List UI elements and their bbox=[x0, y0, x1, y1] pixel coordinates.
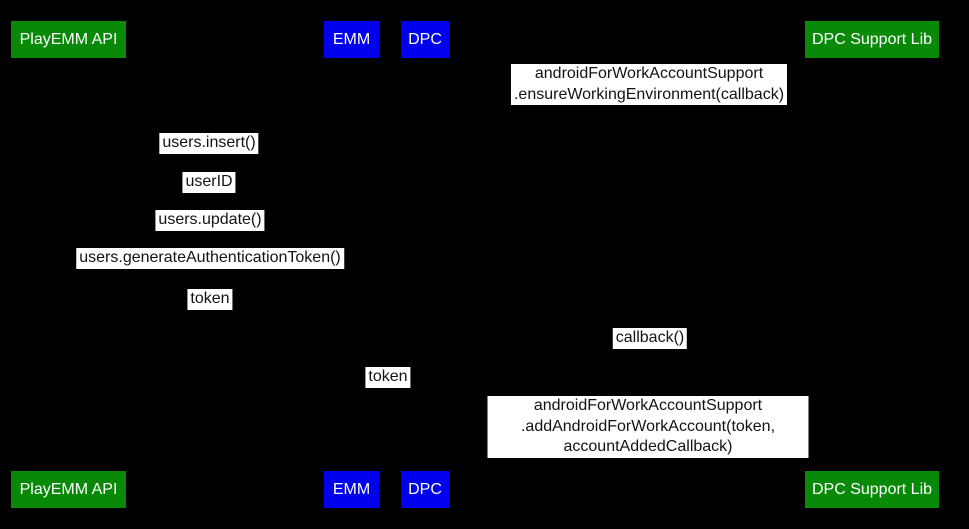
message-user-id: userID bbox=[182, 172, 236, 193]
actor-bottom-dpc: DPC bbox=[401, 471, 449, 508]
actor-bottom-dpc-support-lib: DPC Support Lib bbox=[805, 471, 939, 508]
actor-bottom-emm: EMM bbox=[324, 471, 379, 508]
actor-top-playemm-api: PlayEMM API bbox=[11, 21, 126, 58]
actor-top-emm: EMM bbox=[324, 21, 379, 58]
message-users-insert: users.insert() bbox=[159, 133, 259, 154]
message-token-forward: token bbox=[365, 367, 411, 388]
message-add-android-for-work-account: androidForWorkAccountSupport .addAndroid… bbox=[487, 396, 809, 458]
message-generate-authentication-token: users.generateAuthenticationToken() bbox=[76, 248, 344, 269]
actor-bottom-playemm-api: PlayEMM API bbox=[11, 471, 126, 508]
message-ensure-working-environment: androidForWorkAccountSupport .ensureWork… bbox=[510, 64, 788, 105]
actor-top-dpc-support-lib: DPC Support Lib bbox=[805, 21, 939, 58]
message-users-update: users.update() bbox=[155, 210, 265, 231]
message-token-return: token bbox=[187, 289, 233, 310]
actor-top-dpc: DPC bbox=[401, 21, 449, 58]
message-callback: callback() bbox=[612, 328, 688, 349]
